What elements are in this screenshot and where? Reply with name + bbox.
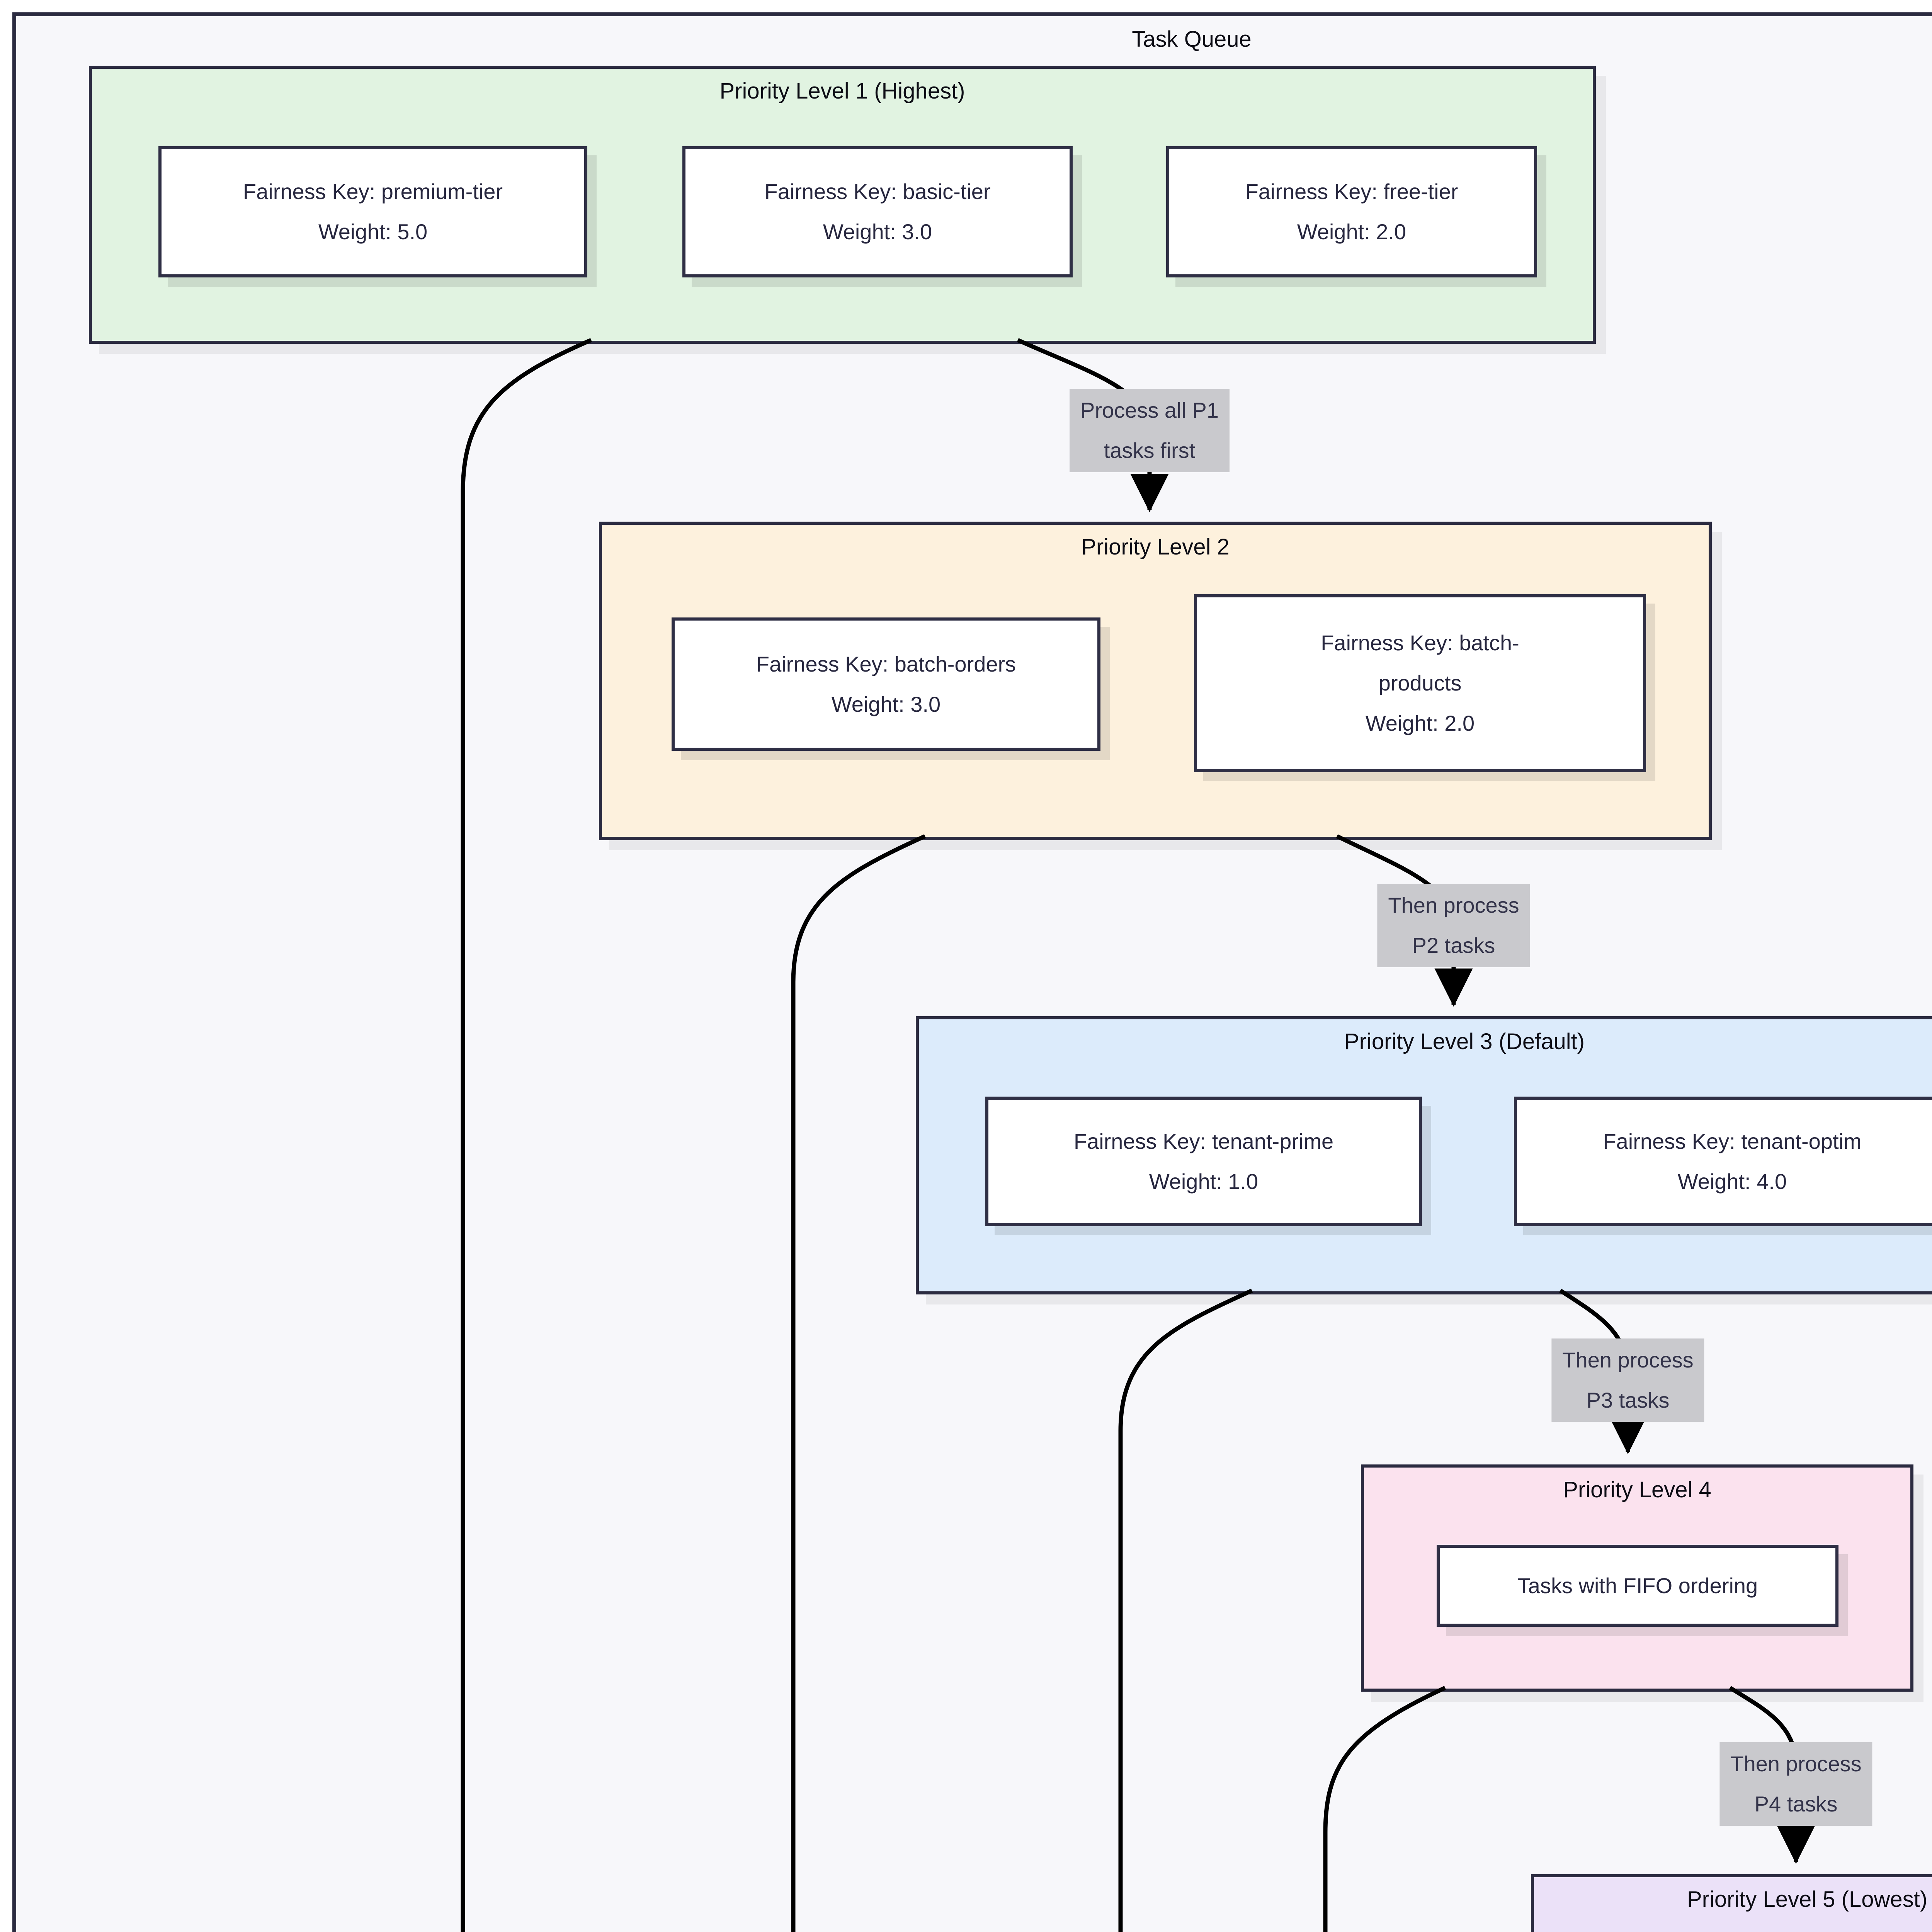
node-line: Fairness Key: batch- [1321,631,1519,655]
node-basic-tier: Fairness Key: basic-tier Weight: 3.0 [682,146,1073,277]
group-priority-4: Priority Level 4 Tasks with FIFO orderin… [1361,1464,1913,1692]
edge-label-line: tasks first [1104,438,1196,463]
node-line: Fairness Key: free-tier [1245,179,1458,204]
node-premium-tier: Fairness Key: premium-tier Weight: 5.0 [158,146,587,277]
group-priority-3-title: Priority Level 3 (Default) [1344,1029,1585,1054]
task-queue-container: Task Queue Priority Level 1 (Highest) Fa… [12,12,1932,1932]
edge-label-process-p2: Then process P2 tasks [1377,884,1530,967]
node-line: Fairness Key: tenant-prime [1073,1129,1334,1153]
edge-label-process-p3: Then process P3 tasks [1551,1338,1704,1422]
group-priority-5-title: Priority Level 5 (Lowest) [1687,1887,1928,1912]
edge-label-line: Then process [1388,893,1519,917]
edge-label-line: Process all P1 [1080,398,1219,422]
group-priority-1-title: Priority Level 1 (Highest) [719,78,965,104]
edge-p3-workers [1118,1289,1253,1932]
edge-label-process-p1: Process all P1 tasks first [1070,389,1230,472]
group-priority-1: Priority Level 1 (Highest) Fairness Key:… [89,66,1596,344]
node-batch-orders: Fairness Key: batch-orders Weight: 3.0 [672,617,1100,751]
node-free-tier: Fairness Key: free-tier Weight: 2.0 [1166,146,1537,277]
node-tenant-prime: Fairness Key: tenant-prime Weight: 1.0 [985,1097,1422,1226]
node-line: Fairness Key: premium-tier [243,179,503,204]
node-line: products [1378,671,1462,695]
group-priority-2: Priority Level 2 Fairness Key: batch-ord… [599,522,1712,840]
edge-label-line: P3 tasks [1586,1388,1670,1412]
node-line: Weight: 3.0 [823,219,932,244]
node-line: Fairness Key: tenant-optim [1603,1129,1862,1153]
group-priority-2-title: Priority Level 2 [1081,534,1230,560]
node-line: Fairness Key: basic-tier [764,179,991,204]
edge-label-line: P4 tasks [1754,1792,1838,1816]
node-line: Weight: 4.0 [1677,1169,1787,1194]
edge-label-line: Then process [1730,1752,1862,1776]
edge-label-line: P2 tasks [1412,933,1495,957]
edge-label-process-p4: Then process P4 tasks [1719,1742,1872,1826]
node-line: Weight: 3.0 [831,692,941,716]
edge-p1-workers [461,338,592,1932]
edge-p4-workers [1323,1686,1446,1932]
node-tenant-optim: Fairness Key: tenant-optim Weight: 4.0 [1514,1097,1932,1226]
node-line: Weight: 2.0 [1297,219,1406,244]
node-batch-products: Fairness Key: batch- products Weight: 2.… [1194,594,1646,772]
group-priority-4-title: Priority Level 4 [1563,1477,1711,1502]
node-line: Tasks with FIFO ordering [1517,1573,1758,1598]
node-line: Weight: 5.0 [318,219,428,244]
diagram-title: Task Queue [1132,27,1252,52]
node-line: Fairness Key: batch-orders [756,651,1016,676]
node-fifo-p4: Tasks with FIFO ordering [1437,1545,1838,1627]
node-line: Weight: 1.0 [1149,1169,1259,1194]
group-priority-5: Priority Level 5 (Lowest) Tasks with FIF… [1531,1874,1932,1932]
edge-p2-workers [791,834,926,1932]
node-line: Weight: 2.0 [1365,711,1475,735]
group-priority-3: Priority Level 3 (Default) Fairness Key:… [916,1016,1932,1294]
edge-label-line: Then process [1562,1348,1694,1372]
